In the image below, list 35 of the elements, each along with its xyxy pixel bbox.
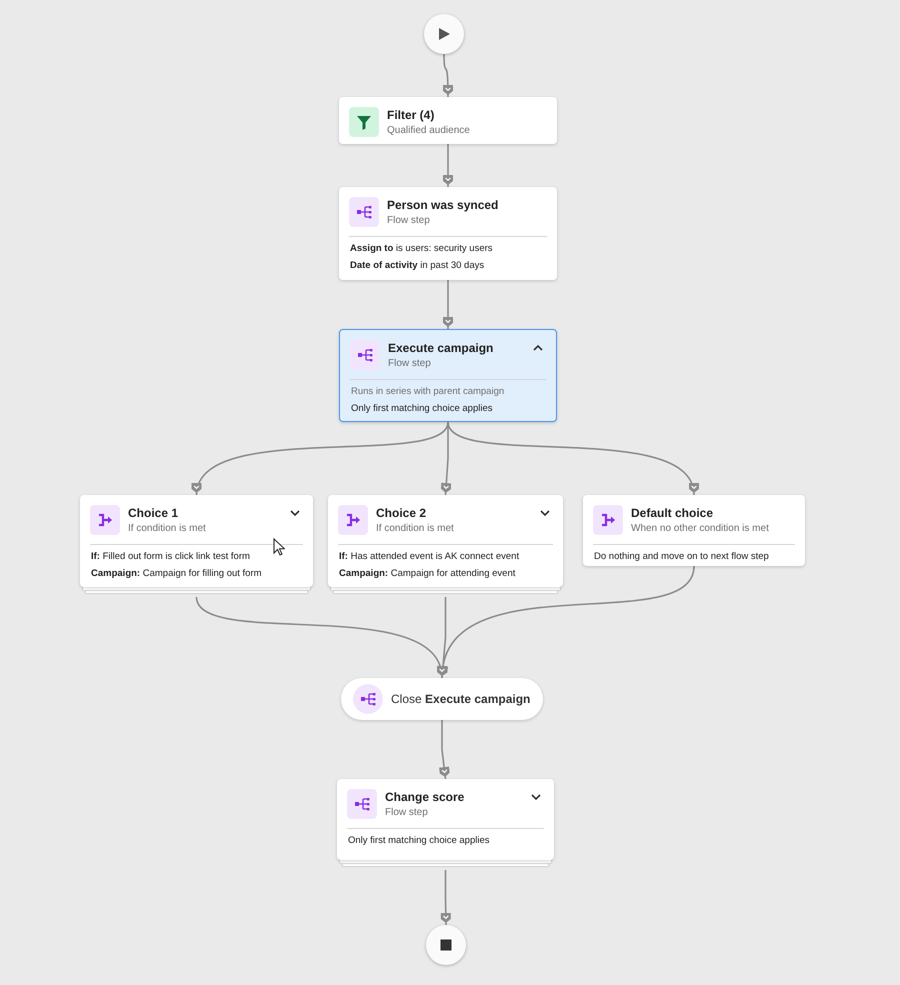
start-node-circle bbox=[424, 14, 464, 54]
step-card bbox=[339, 97, 557, 144]
condition-text: Assign to is users: security users bbox=[350, 243, 493, 254]
step-card bbox=[80, 495, 313, 587]
condition-text: Only first matching choice applies bbox=[348, 835, 490, 846]
condition-text: Date of activity in past 30 days bbox=[350, 260, 484, 271]
step-card bbox=[339, 187, 557, 280]
step-subtitle: Qualified audience bbox=[387, 125, 470, 136]
step-title: Default choice bbox=[631, 506, 714, 520]
step-title: Person was synced bbox=[387, 198, 498, 212]
step-title: Execute campaign bbox=[388, 341, 494, 355]
step-title: Choice 2 bbox=[376, 506, 426, 520]
condition-text: Only first matching choice applies bbox=[351, 403, 493, 414]
step-subtitle: Flow step bbox=[387, 215, 430, 226]
condition-text: Runs in series with parent campaign bbox=[351, 386, 504, 397]
selected-step-card bbox=[339, 329, 557, 422]
condition-text: If: Has attended event is AK connect event bbox=[339, 551, 520, 562]
step-subtitle: When no other condition is met bbox=[631, 523, 769, 534]
step-subtitle: If condition is met bbox=[128, 523, 206, 534]
step-title: Choice 1 bbox=[128, 506, 178, 520]
step-card bbox=[583, 495, 805, 566]
step-title: Filter (4) bbox=[387, 108, 434, 122]
step-card bbox=[337, 779, 554, 860]
end-node-circle bbox=[426, 925, 466, 965]
pill-label: Close Execute campaign bbox=[391, 692, 530, 706]
condition-text: Campaign: Campaign for filling out form bbox=[91, 568, 262, 579]
step-subtitle: Flow step bbox=[388, 358, 431, 369]
step-subtitle: Flow step bbox=[385, 807, 428, 818]
condition-text: Campaign: Campaign for attending event bbox=[339, 568, 516, 579]
condition-text: If: Filled out form is click link test form bbox=[91, 551, 250, 562]
step-card bbox=[328, 495, 563, 587]
close-group-pill bbox=[341, 678, 543, 720]
step-subtitle: If condition is met bbox=[376, 523, 454, 534]
step-title: Change score bbox=[385, 790, 464, 804]
condition-text: Do nothing and move on to next flow step bbox=[594, 551, 769, 562]
